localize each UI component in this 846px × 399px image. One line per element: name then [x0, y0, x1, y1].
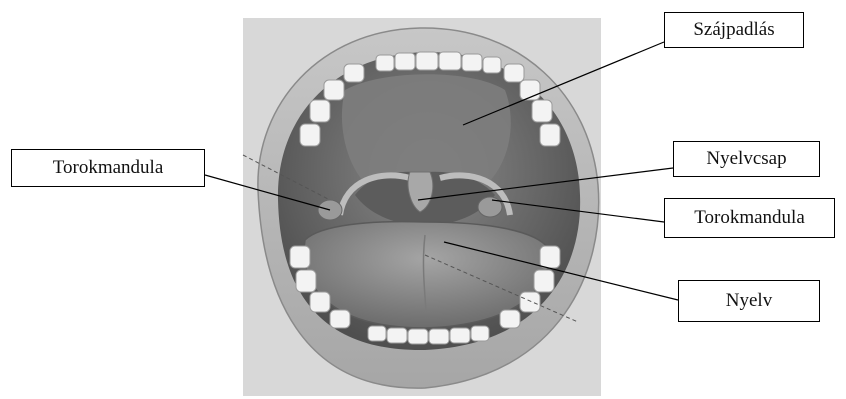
label-tongue: Nyelv: [678, 280, 820, 322]
label-tongue-text: Nyelv: [726, 290, 772, 312]
label-tonsil-right: Torokmandula: [664, 198, 835, 238]
label-uvula-text: Nyelvcsap: [706, 148, 786, 170]
label-tonsil-right-text: Torokmandula: [694, 207, 805, 229]
label-palate-text: Szájpadlás: [693, 19, 774, 41]
label-uvula: Nyelvcsap: [673, 141, 820, 177]
label-tonsil-left-text: Torokmandula: [53, 157, 164, 179]
tonsil-right: [478, 197, 502, 217]
label-palate: Szájpadlás: [664, 12, 804, 48]
label-tonsil-left: Torokmandula: [11, 149, 205, 187]
